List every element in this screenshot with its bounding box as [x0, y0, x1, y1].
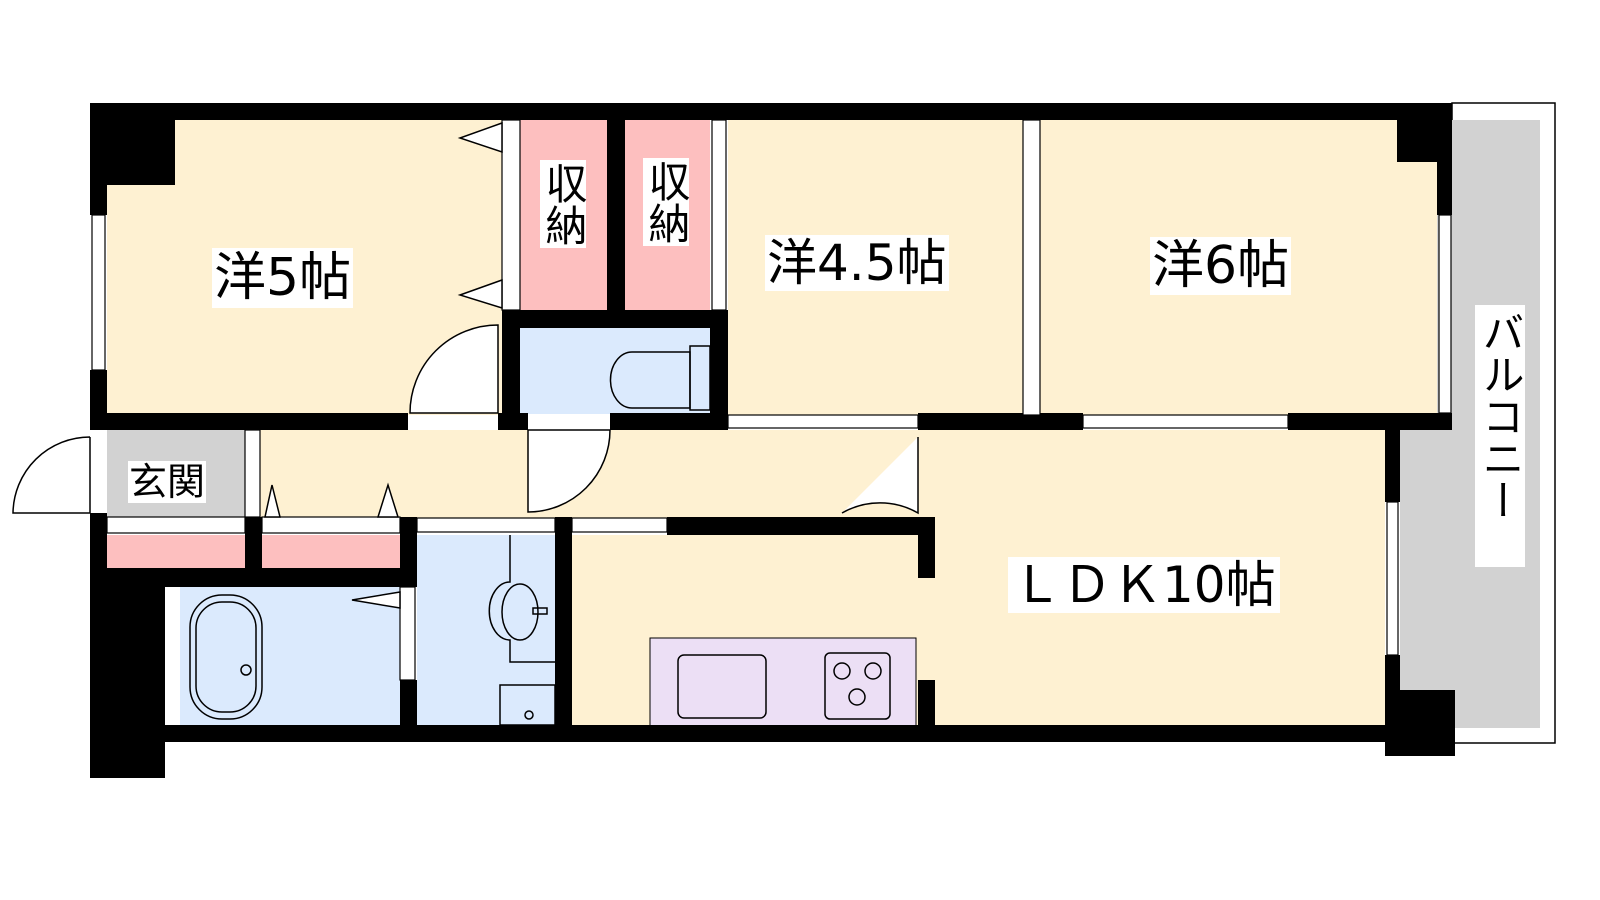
bathtub-icon — [189, 594, 263, 720]
washroom-area — [417, 535, 555, 726]
room-label-western-6: 洋6帖 — [1150, 236, 1292, 296]
shoe-closet-2 — [262, 535, 400, 568]
doors — [12, 121, 919, 609]
windows — [91, 119, 1452, 681]
kitchen-counter — [649, 637, 917, 727]
room-label-entrance: 玄関 — [128, 460, 207, 504]
room-label-western-5: 洋5帖 — [212, 248, 354, 308]
shoe-closet-1 — [107, 535, 245, 568]
stove-icon — [824, 652, 891, 720]
washbasin-icon — [488, 535, 556, 726]
room-label-storage-2: 収納 — [642, 158, 691, 246]
sink-icon — [677, 654, 767, 719]
room-label-western-4-5: 洋4.5帖 — [765, 234, 949, 292]
room-label-ldk: ＬＤＫ10帖 — [1008, 557, 1280, 613]
toilet-icon — [609, 345, 711, 411]
walls — [90, 103, 1455, 778]
bathroom-area — [180, 587, 400, 726]
room-label-storage-1: 収納 — [539, 160, 588, 248]
room-label-balcony: バルコニー — [1475, 305, 1525, 567]
